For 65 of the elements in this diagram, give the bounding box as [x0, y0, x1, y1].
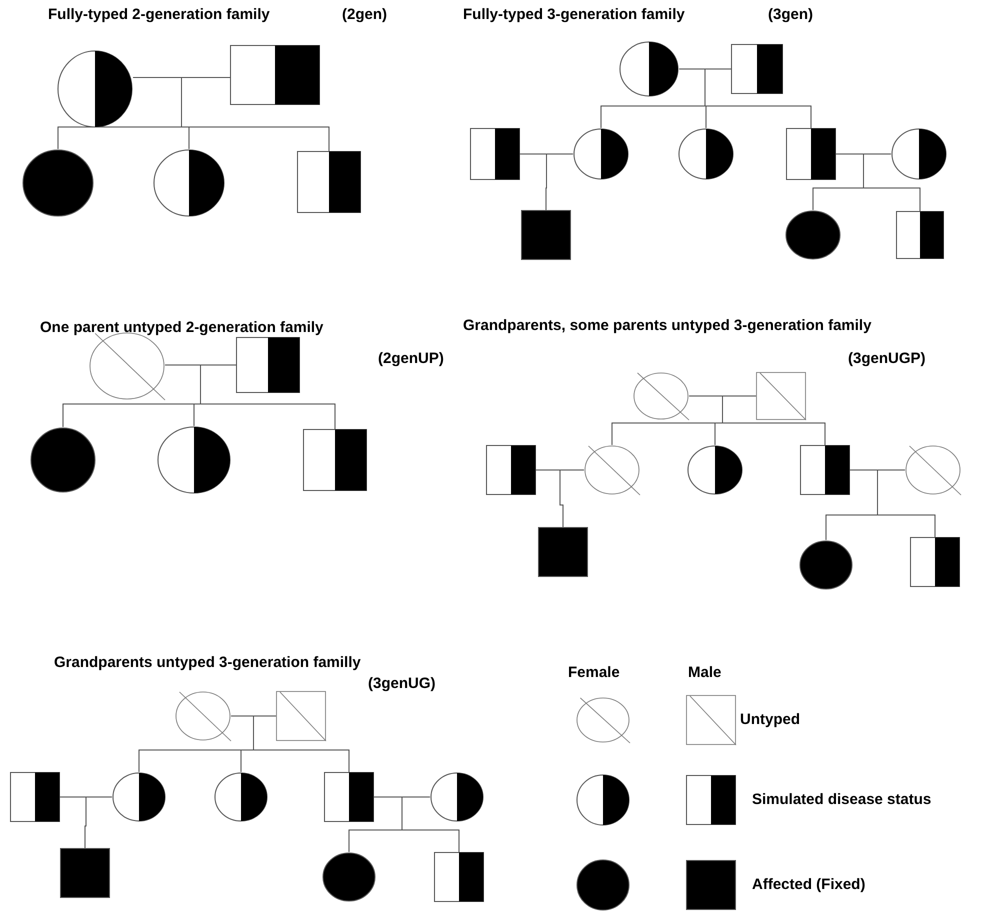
female-symbol — [30, 427, 96, 493]
legend-text: Affected (Fixed) — [752, 876, 866, 894]
column-header: Female — [568, 664, 620, 682]
male-symbol — [297, 151, 361, 213]
female-symbol — [905, 445, 961, 495]
male-symbol — [538, 527, 588, 577]
descent-line — [704, 68, 812, 128]
male-symbol — [230, 45, 320, 105]
female-symbol — [112, 772, 166, 822]
descent-line — [722, 396, 826, 446]
legend-text: Simulated disease status — [752, 791, 932, 809]
female-symbol — [687, 445, 743, 495]
female-symbol — [785, 210, 841, 260]
family-title: One parent untyped 2-generation family — [40, 319, 324, 337]
female-symbol — [153, 149, 225, 217]
male-symbol — [434, 852, 484, 902]
family-title: Grandparents untyped 3-generation familly — [54, 654, 361, 672]
male-symbol — [10, 772, 60, 822]
female-symbol — [799, 540, 853, 590]
descent-line — [863, 154, 920, 212]
female-symbol — [430, 772, 484, 822]
descent-line — [181, 77, 330, 152]
female-symbol — [573, 128, 629, 180]
column-header: Male — [688, 664, 722, 682]
female-symbol — [175, 691, 231, 741]
male-symbol — [60, 848, 110, 898]
family-title: Fully-typed 2-generation family — [48, 6, 270, 24]
male-symbol — [236, 337, 300, 393]
male-symbol — [470, 128, 520, 180]
descent-line — [877, 470, 936, 538]
male-symbol — [910, 537, 960, 587]
male-symbol — [731, 44, 783, 94]
male-symbol — [486, 445, 536, 495]
female-symbol — [214, 772, 268, 822]
descent-line — [253, 716, 350, 772]
legend-text: Untyped — [740, 711, 800, 729]
female-symbol — [22, 149, 94, 217]
male-symbol — [786, 128, 836, 180]
female-symbol — [57, 50, 133, 128]
female-symbol — [619, 41, 679, 97]
male-symbol — [896, 211, 944, 259]
male-symbol — [276, 691, 326, 741]
female-symbol — [633, 372, 689, 420]
descent-line — [546, 154, 574, 210]
descent-line — [84, 796, 112, 848]
female-symbol — [678, 128, 734, 180]
family-code: (2gen) — [342, 6, 387, 24]
descent-line — [200, 364, 336, 430]
family-title: Grandparents, some parents untyped 3-generation family — [463, 317, 872, 335]
male-symbol — [756, 372, 806, 420]
family-code: (2genUP) — [378, 350, 444, 368]
male-symbol — [521, 210, 571, 260]
family-code: (3genUG) — [368, 675, 436, 693]
female-symbol — [322, 852, 376, 902]
male-symbol — [324, 772, 374, 822]
family-code: (3genUGP) — [848, 350, 926, 368]
descent-line — [402, 796, 460, 852]
male-symbol — [800, 445, 850, 495]
descent-line — [560, 470, 584, 528]
family-title: Fully-typed 3-generation family — [463, 6, 685, 24]
male-symbol — [303, 429, 367, 491]
female-symbol — [157, 426, 231, 494]
family-code: (3gen) — [768, 6, 813, 24]
female-symbol — [584, 445, 640, 495]
female-symbol — [891, 128, 947, 180]
